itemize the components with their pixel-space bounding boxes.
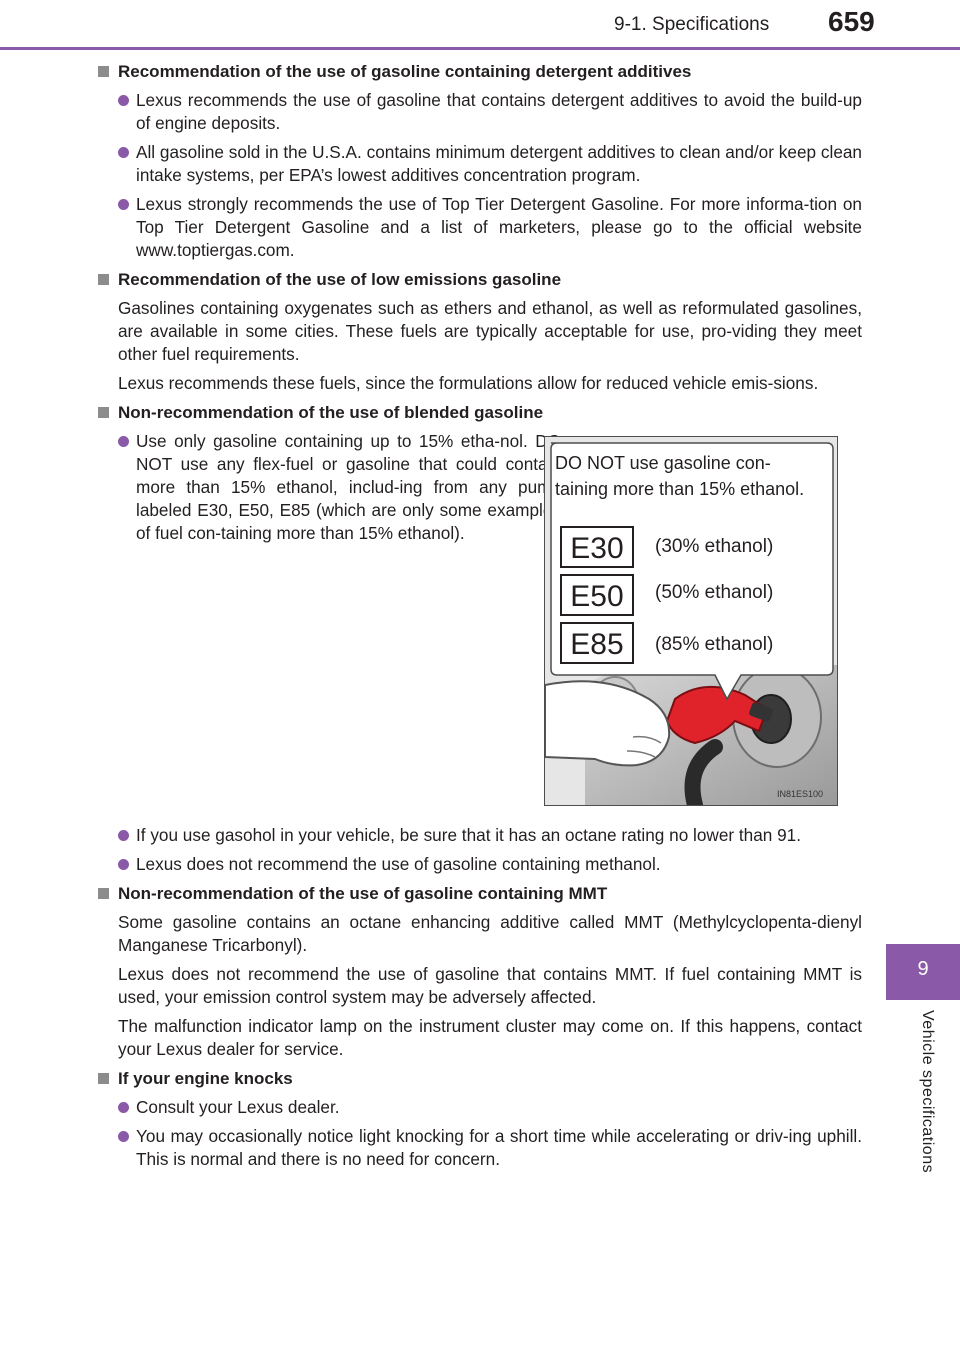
- section-heading: Non-recommendation of the use of gasolin…: [98, 882, 862, 905]
- section-heading: Recommendation of the use of low emissio…: [98, 268, 862, 291]
- bullet-item: Lexus does not recommend the use of gaso…: [98, 853, 862, 876]
- square-bullet-icon: [98, 888, 109, 899]
- header-rule: [0, 47, 960, 50]
- heading-text: Non-recommendation of the use of gasolin…: [118, 884, 608, 903]
- page-number: 659: [828, 6, 875, 37]
- bullet-item: You may occasionally notice light knocki…: [98, 1125, 862, 1171]
- pump-label-box: [560, 622, 634, 664]
- heading-text: Non-recommendation of the use of blended…: [118, 403, 544, 422]
- paragraph: Lexus does not recommend the use of gaso…: [118, 964, 862, 1007]
- square-bullet-icon: [98, 274, 109, 285]
- bullet-text: Lexus strongly recommends the use of Top…: [136, 194, 862, 260]
- bullet-item: Lexus strongly recommends the use of Top…: [98, 193, 862, 262]
- illustration-svg: DO NOT use gasoline con- taining more th…: [545, 437, 837, 805]
- section-heading: Non-recommendation of the use of blended…: [98, 401, 862, 424]
- bullet-item: Lexus recommends the use of gasoline tha…: [98, 89, 862, 135]
- circle-bullet-icon: [118, 436, 129, 447]
- bullet-text: Use only gasoline containing up to 15% e…: [136, 431, 561, 543]
- circle-bullet-icon: [118, 830, 129, 841]
- heading-text: If your engine knocks: [118, 1069, 293, 1088]
- pump-label-desc: (85% ethanol): [655, 634, 773, 655]
- square-bullet-icon: [98, 407, 109, 418]
- heading-text: Recommendation of the use of low emissio…: [118, 270, 562, 289]
- circle-bullet-icon: [118, 859, 129, 870]
- image-code: IN81ES100: [777, 789, 823, 799]
- fuel-nozzle-icon: [665, 685, 769, 745]
- bullet-item: If you use gasohol in your vehicle, be s…: [98, 824, 862, 847]
- paragraph: Lexus recommends these fuels, since the …: [118, 373, 819, 393]
- bullet-text: Consult your Lexus dealer.: [136, 1097, 340, 1117]
- page-content: Recommendation of the use of gasoline co…: [98, 60, 862, 1177]
- circle-bullet-icon: [118, 1102, 129, 1113]
- pump-label-code: E30: [570, 532, 623, 565]
- paragraph: The malfunction indicator lamp on the in…: [118, 1016, 862, 1059]
- circle-bullet-icon: [118, 95, 129, 106]
- chapter-label: Vehicle specifications: [919, 1010, 936, 1174]
- callout-text-2: taining more than 15% ethanol.: [555, 479, 804, 499]
- heading-text: Recommendation of the use of gasoline co…: [118, 62, 692, 81]
- circle-bullet-icon: [118, 199, 129, 210]
- square-bullet-icon: [98, 66, 109, 77]
- bullet-text: You may occasionally notice light knocki…: [136, 1126, 862, 1169]
- bullet-item: Consult your Lexus dealer.: [98, 1096, 862, 1119]
- chapter-tab[interactable]: 9: [886, 944, 960, 1000]
- pump-label-code: E50: [570, 580, 623, 613]
- bullet-item: All gasoline sold in the U.S.A. contains…: [98, 141, 862, 187]
- section-title: 9-1. Specifications: [614, 14, 770, 35]
- paragraph: Gasolines containing oxygenates such as …: [118, 298, 862, 364]
- pump-label-desc: (30% ethanol): [655, 536, 773, 557]
- callout-text-1: DO NOT use gasoline con-: [555, 453, 771, 473]
- bullet-text: Lexus recommends the use of gasoline tha…: [136, 90, 862, 133]
- chapter-number: 9: [917, 958, 929, 980]
- pump-label-box: [560, 574, 634, 616]
- pump-label-box: [560, 526, 634, 568]
- bullet-text: If you use gasohol in your vehicle, be s…: [136, 825, 802, 845]
- paragraph: Some gasoline contains an octane enhanci…: [118, 912, 862, 955]
- figure-row: Use only gasoline containing up to 15% e…: [98, 430, 862, 820]
- section-heading: Recommendation of the use of gasoline co…: [98, 60, 862, 83]
- bullet-text: Lexus does not recommend the use of gaso…: [136, 854, 661, 874]
- circle-bullet-icon: [118, 1131, 129, 1142]
- square-bullet-icon: [98, 1073, 109, 1084]
- fuel-nozzle-illustration: DO NOT use gasoline con- taining more th…: [544, 436, 838, 806]
- circle-bullet-icon: [118, 147, 129, 158]
- bullet-item: Use only gasoline containing up to 15% e…: [98, 430, 561, 545]
- pump-label-desc: (50% ethanol): [655, 582, 773, 603]
- hand-shape: [545, 680, 671, 767]
- section-heading: If your engine knocks: [98, 1067, 862, 1090]
- pump-label-code: E85: [570, 628, 623, 661]
- bullet-text: All gasoline sold in the U.S.A. contains…: [136, 142, 862, 185]
